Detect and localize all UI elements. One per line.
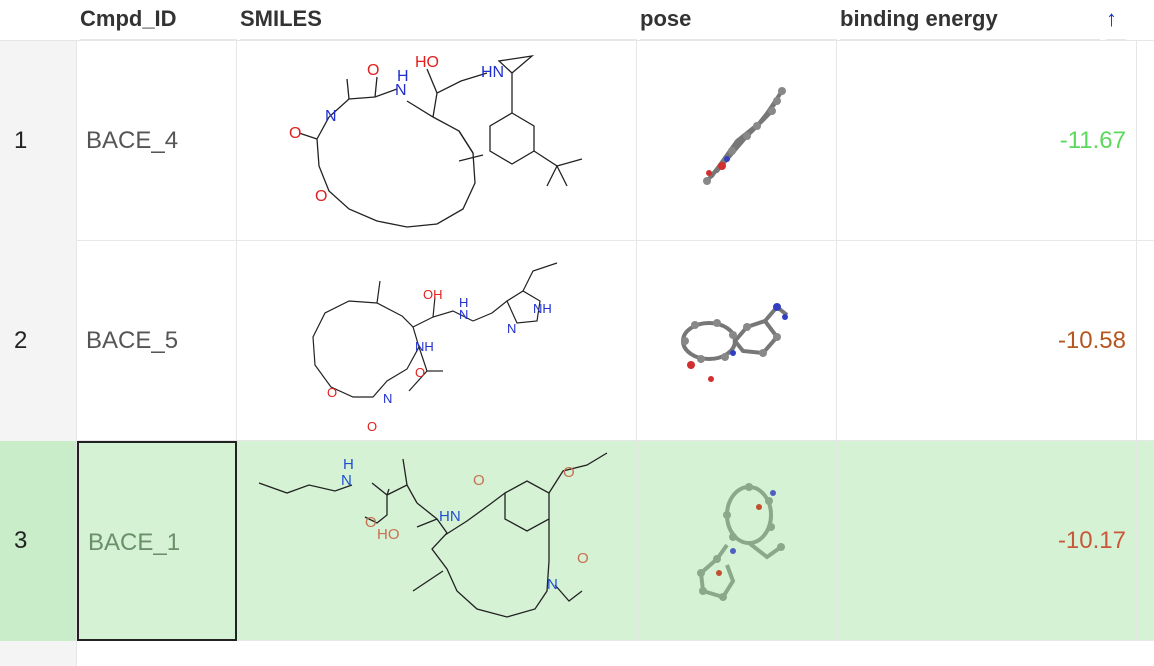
svg-text:O: O xyxy=(365,514,377,531)
svg-text:N: N xyxy=(459,307,468,322)
row-number: 2 xyxy=(0,241,77,441)
cmpd-id-cell[interactable]: BACE_4 xyxy=(77,41,237,241)
svg-text:HN: HN xyxy=(481,64,504,81)
row-number: 3 xyxy=(0,441,77,641)
svg-text:N: N xyxy=(395,82,407,99)
sort-ascending-icon[interactable]: ↑ xyxy=(1106,0,1126,40)
svg-text:H: H xyxy=(397,68,409,85)
svg-text:H: H xyxy=(459,295,468,310)
cmpd-id-cell[interactable]: BACE_5 xyxy=(77,241,237,441)
svg-text:O: O xyxy=(327,385,337,400)
header-row xyxy=(0,0,1154,41)
table-row-selected[interactable]: 3 BACE_1 H xyxy=(0,441,1154,641)
svg-text:NH: NH xyxy=(533,301,552,316)
table-row[interactable]: 1 BACE_4 xyxy=(0,41,1154,241)
column-header-smiles[interactable]: SMILES xyxy=(240,0,637,40)
svg-text:O: O xyxy=(577,550,589,567)
svg-text:O: O xyxy=(415,365,425,380)
pose-cell[interactable] xyxy=(637,41,837,241)
molecule-structure-image: OH N H NH NH N O N O O xyxy=(312,262,558,434)
smiles-structure-cell[interactable]: H N O HO HN O O O N xyxy=(237,441,637,641)
svg-text:HO: HO xyxy=(377,526,400,543)
svg-text:HO: HO xyxy=(415,54,439,71)
atom-label: O xyxy=(367,62,379,79)
svg-text:O: O xyxy=(289,125,301,142)
binding-energy-cell[interactable]: -11.67 xyxy=(837,41,1137,241)
molecule-structure-image: H N O HO HN O O O N xyxy=(258,452,608,618)
column-header-pose[interactable]: pose xyxy=(640,0,837,40)
svg-text:N: N xyxy=(383,391,392,406)
svg-text:O: O xyxy=(315,188,327,205)
svg-text:O: O xyxy=(367,419,377,434)
smiles-structure-cell[interactable]: OH N H NH NH N O N O O xyxy=(237,241,637,441)
binding-energy-cell[interactable]: -10.58 xyxy=(837,241,1137,441)
svg-text:O: O xyxy=(473,472,485,489)
svg-text:OH: OH xyxy=(423,287,443,302)
svg-text:O: O xyxy=(563,464,575,481)
pose-3d-image xyxy=(703,87,786,185)
pose-cell[interactable] xyxy=(637,241,837,441)
svg-text:NH: NH xyxy=(415,339,434,354)
table-row[interactable]: 2 BACE_5 OH N H NH xyxy=(0,241,1154,441)
pose-3d-image xyxy=(697,483,785,601)
svg-text:N: N xyxy=(507,321,516,336)
svg-text:H: H xyxy=(343,456,354,473)
svg-text:N: N xyxy=(341,472,352,489)
smiles-structure-cell[interactable]: O N O N H HO HN O xyxy=(237,41,637,241)
binding-energy-cell[interactable]: -10.17 xyxy=(837,441,1137,641)
svg-text:N: N xyxy=(547,576,558,593)
svg-text:N: N xyxy=(325,108,337,125)
row-number: 1 xyxy=(0,41,77,241)
pose-cell[interactable] xyxy=(637,441,837,641)
molecule-structure-image: O N O N H HO HN O xyxy=(289,54,583,228)
cmpd-id-cell-selected[interactable]: BACE_1 xyxy=(77,441,237,641)
svg-text:HN: HN xyxy=(439,508,461,525)
empty-row xyxy=(0,641,1154,666)
pose-3d-image xyxy=(681,303,789,382)
column-header-binding-energy[interactable]: binding energy xyxy=(840,0,1100,40)
column-header-cmpd-id[interactable]: Cmpd_ID xyxy=(80,0,237,40)
